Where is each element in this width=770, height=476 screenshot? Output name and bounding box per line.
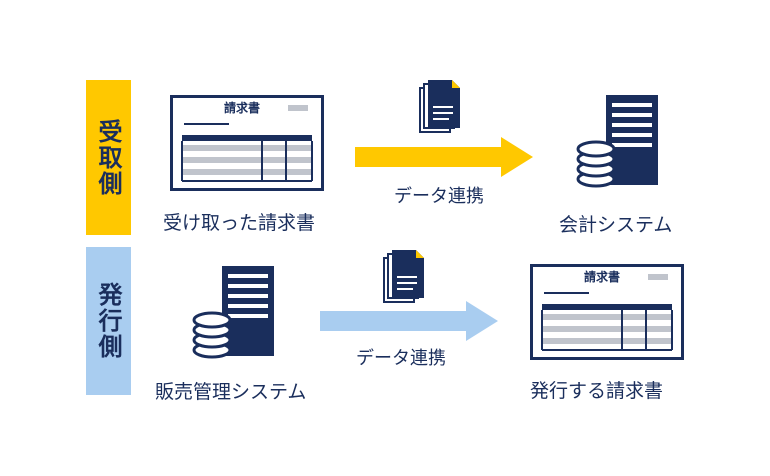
sales-management-system-caption: 販売管理システム [155,381,307,403]
accounting-system-icon [576,95,658,188]
issuing-side-label: 発行側 [86,247,131,395]
data-documents-icon [419,80,460,133]
issued-invoice-caption: 発行する請求書 [530,380,664,402]
sales-management-system-icon [192,266,274,359]
issued-invoice-icon [530,264,684,360]
accounting-system-caption: 会計システム [559,214,673,236]
received-invoice-title: 請求書 [224,101,261,115]
data-documents-icon-issuing [383,250,424,303]
data-flow-arrow-issuing [320,301,498,341]
data-flow-label-issuing: データ連携 [356,348,446,369]
data-flow-label-receiving: データ連携 [394,186,484,207]
received-invoice-caption: 受け取った請求書 [163,212,316,234]
data-flow-arrow-receiving [355,137,533,177]
issued-invoice-title: 請求書 [584,270,621,284]
received-invoice-icon [170,95,324,191]
receiving-side-label: 受取側 [86,80,131,235]
